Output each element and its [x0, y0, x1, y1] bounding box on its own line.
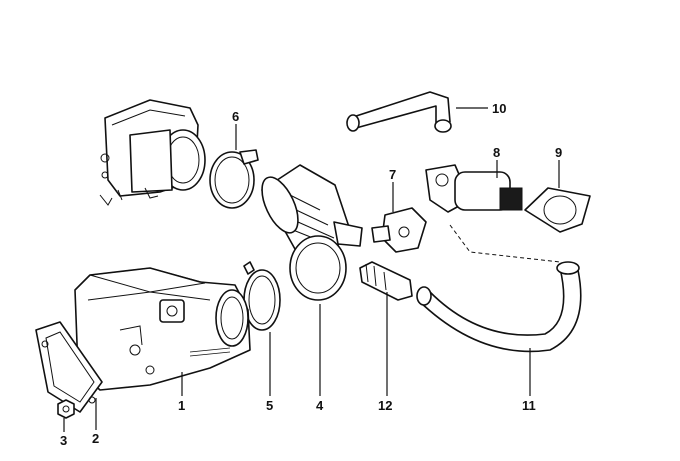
part-9-bracket: [524, 187, 591, 233]
part-5-seal-ring: [243, 261, 281, 331]
callout-2: 2: [92, 431, 99, 446]
part-3-nut: [57, 399, 75, 419]
callout-12: 12: [378, 398, 392, 413]
callout-5: 5: [266, 398, 273, 413]
leader-lines: [63, 107, 560, 432]
callout-4: 4: [316, 398, 324, 413]
callout-6: 6: [232, 109, 239, 124]
part-11-hose: [416, 261, 582, 353]
part-8-idle-valve: [425, 164, 523, 213]
part-7-connector: [371, 207, 427, 253]
callout-10: 10: [492, 101, 506, 116]
part-10-vent-pipe: [346, 91, 452, 133]
throttle-body-reference-drawing: [99, 99, 206, 206]
callout-7: 7: [389, 167, 396, 182]
callout-9: 9: [555, 145, 562, 160]
part-1-air-flow-meter: [74, 267, 251, 391]
part-4-intake-boot: [261, 164, 363, 301]
callout-11: 11: [522, 398, 536, 413]
part-6-hose-clamp: [209, 149, 259, 209]
part-12-fitting: [359, 261, 413, 301]
callout-1: 1: [178, 398, 185, 413]
callout-8: 8: [493, 145, 500, 160]
callout-3: 3: [60, 433, 67, 448]
part-2-gasket: [35, 321, 103, 413]
